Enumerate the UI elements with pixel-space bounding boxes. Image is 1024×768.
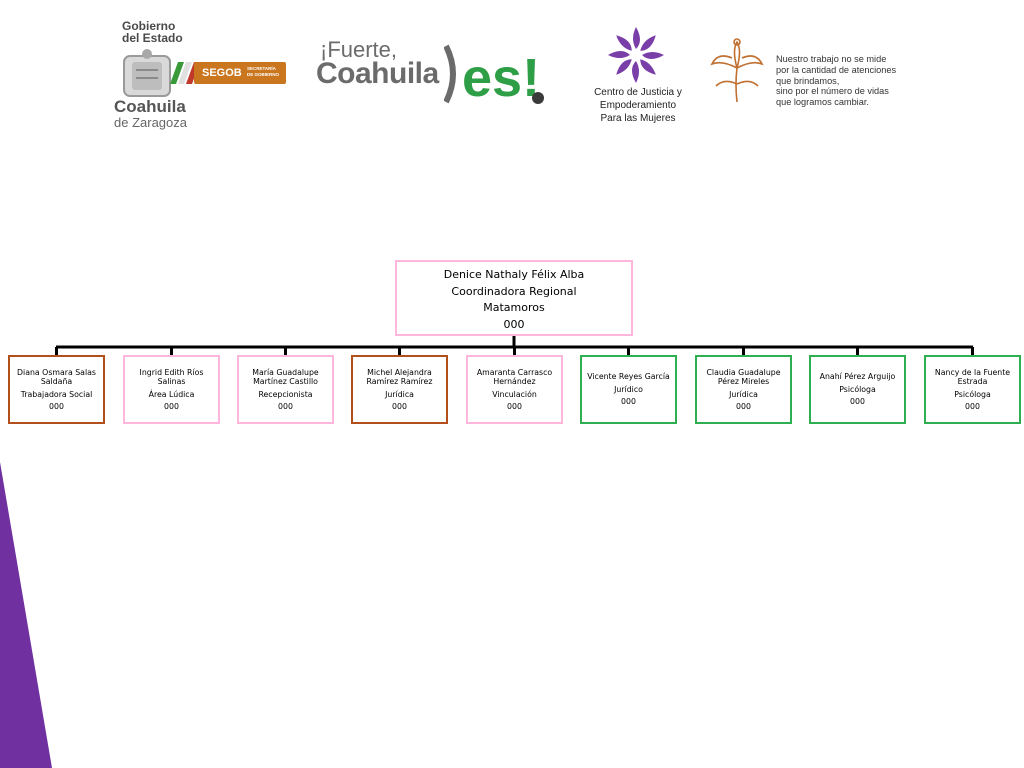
staff-box: Anahí Pérez Arguijo Psicóloga 000 [809, 355, 906, 424]
zaragoza-wordmark: de Zaragoza [114, 115, 187, 130]
staff-number: 000 [507, 402, 522, 411]
es-letters: es! [462, 48, 540, 108]
staff-box: Amaranta Carrasco Hernández Vinculación … [466, 355, 563, 424]
centro-justicia-name: Centro de Justicia y Empoderamiento Para… [594, 87, 682, 124]
staff-role: Jurídica [729, 389, 758, 399]
quote-text: Nuestro trabajo no se mide por la cantid… [776, 54, 897, 108]
staff-name: Claudia Guadalupe Pérez Mireles [706, 367, 781, 387]
staff-number: 000 [965, 402, 980, 411]
coordinator-name: Denice Nathaly Félix Alba [443, 268, 585, 281]
staff-number: 000 [392, 402, 407, 411]
segob-badge: SEGOB SECRETARÍA DE GOBIERNO [194, 62, 286, 84]
centro-justicia-logo: Centro de Justicia y Empoderamiento Para… [586, 24, 696, 128]
staff-box: Vicente Reyes García Jurídico 000 [580, 355, 677, 424]
state-seal-icon [123, 49, 171, 97]
staff-number: 000 [850, 397, 865, 407]
staff-name: Michel Alejandra Ramírez Ramírez [366, 367, 433, 387]
staff-box: Nancy de la Fuente Estrada Psicóloga 000 [924, 355, 1021, 424]
coordinator-role: Coordinadora Regional [451, 284, 577, 298]
staff-role: Jurídica [385, 389, 414, 399]
staff-box: Diana Osmara Salas Saldaña Trabajadora S… [8, 355, 105, 424]
staff-name: Diana Osmara Salas Saldaña [17, 367, 96, 387]
staff-role: Recepcionista [258, 389, 313, 399]
coordinator-box: Denice Nathaly Félix Alba Coordinadora R… [395, 260, 633, 336]
staff-box: Michel Alejandra Ramírez Ramírez Jurídic… [351, 355, 448, 424]
staff-box: Ingrid Edith Ríos Salinas Área Lúdica 00… [123, 355, 220, 424]
staff-role: Vinculación [492, 389, 537, 399]
staff-name: Amaranta Carrasco Hernández [476, 367, 553, 387]
coordinator-number: 000 [503, 317, 525, 331]
coahuila-wordmark: Coahuila [114, 97, 186, 116]
staff-name: Vicente Reyes García [587, 372, 670, 382]
quote-block: Nuestro trabajo no se mide por la cantid… [702, 38, 922, 110]
staff-name: Nancy de la Fuente Estrada [934, 367, 1011, 387]
gobierno-title: Gobierno del Estado [122, 19, 183, 45]
staff-box: Claudia Guadalupe Pérez Mireles Jurídica… [695, 355, 792, 424]
staff-number: 000 [736, 402, 751, 411]
coordinator-location: Matamoros [483, 301, 545, 314]
es-wordmark-icon: es! [444, 44, 544, 108]
staff-role: Jurídico [614, 384, 643, 394]
staff-name: María Guadalupe Martínez Castillo [252, 367, 319, 387]
staff-role: Área Lúdica [148, 389, 195, 399]
staff-role: Trabajadora Social [20, 389, 93, 399]
tree-of-life-icon [710, 38, 764, 103]
staff-name: Ingrid Edith Ríos Salinas [139, 367, 204, 387]
staff-number: 000 [49, 402, 64, 411]
flower-icon [608, 27, 664, 83]
staff-role: Psicóloga [954, 389, 991, 399]
staff-number: 000 [278, 402, 293, 411]
left-purple-accent [0, 462, 52, 768]
staff-name: Anahí Pérez Arguijo [819, 372, 896, 382]
staff-box: María Guadalupe Martínez Castillo Recepc… [237, 355, 334, 424]
staff-role: Psicóloga [839, 384, 876, 394]
staff-number: 000 [164, 402, 179, 411]
fuerte-coahuila-logo: ¡Fuerte, Coahuila es! [314, 38, 558, 110]
gobierno-coahuila-logo: Gobierno del Estado SEGOB SECRETARÍA DE … [104, 18, 290, 130]
staff-number: 000 [621, 397, 636, 407]
